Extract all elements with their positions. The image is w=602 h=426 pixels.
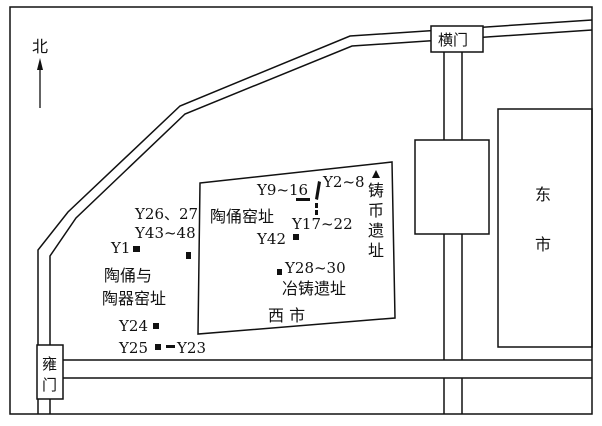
kiln-marker-y23 <box>166 345 175 348</box>
west-east-road <box>50 359 592 379</box>
west-market-enclosure <box>197 161 396 335</box>
north-east-gate-label: 横门 <box>438 31 468 49</box>
kiln-marker-y1 <box>133 246 140 252</box>
coin-casting-site-label-char1: 铸 <box>368 181 384 200</box>
kiln-label-y43-48: Y43~48 <box>134 224 196 242</box>
kiln-marker-y9-16 <box>296 198 310 201</box>
east-market-label-char2: 市 <box>535 235 551 254</box>
west-gate: 雍 门 <box>36 344 64 400</box>
coin-casting-site-label-char4: 址 <box>368 241 384 260</box>
kiln-marker-y24 <box>153 323 159 329</box>
north-east-gate: 横门 <box>430 25 484 53</box>
kiln-marker-y17-22-a <box>315 203 318 208</box>
kiln-label-y26-27: Y26、27 <box>134 205 198 223</box>
west-market-label: 西 市 <box>268 306 305 325</box>
kiln-marker-y42 <box>293 234 299 240</box>
east-market-label-char1: 东 <box>535 185 551 204</box>
kiln-label-y25: Y25 <box>118 339 148 357</box>
east-market-enclosure <box>497 108 593 348</box>
pottery-and-ware-kiln-label-line2: 陶器窑址 <box>102 289 166 308</box>
kiln-label-y1: Y1 <box>110 239 130 257</box>
kiln-label-y23: Y23 <box>176 339 206 357</box>
north-label: 北 <box>32 37 48 56</box>
kiln-label-y9-16: Y9~16 <box>256 181 308 199</box>
kiln-marker-y25 <box>155 344 161 350</box>
kiln-label-y42: Y42 <box>256 230 286 248</box>
kiln-label-y17-22: Y17~22 <box>291 215 353 233</box>
kiln-marker-y2-8 <box>315 181 321 200</box>
coin-casting-site-marker-icon <box>372 170 380 178</box>
kiln-marker-y17-22-b <box>315 210 318 215</box>
kiln-label-y28-30: Y28~30 <box>284 259 346 277</box>
pottery-and-ware-kiln-label-line1: 陶俑与 <box>104 266 152 285</box>
coin-casting-site-label-char3: 遗 <box>368 221 384 240</box>
coin-casting-site-label-char2: 币 <box>368 201 384 220</box>
west-gate-label-char2: 门 <box>42 376 57 394</box>
pottery-figure-kiln-site-label: 陶俑窑址 <box>210 207 274 226</box>
smelting-casting-site-label: 冶铸遗址 <box>282 279 346 298</box>
west-gate-label-char1: 雍 <box>42 355 57 373</box>
map-frame <box>9 6 593 415</box>
kiln-label-y24: Y24 <box>118 317 148 335</box>
kiln-markers <box>133 181 321 350</box>
kiln-label-y2-8: Y2~8 <box>322 173 365 191</box>
kiln-marker-y28-30 <box>277 269 282 275</box>
city-wall <box>37 19 593 414</box>
kiln-marker-y43-48 <box>186 252 191 259</box>
road-center-building <box>414 139 490 235</box>
north-arrow-icon <box>37 58 43 108</box>
